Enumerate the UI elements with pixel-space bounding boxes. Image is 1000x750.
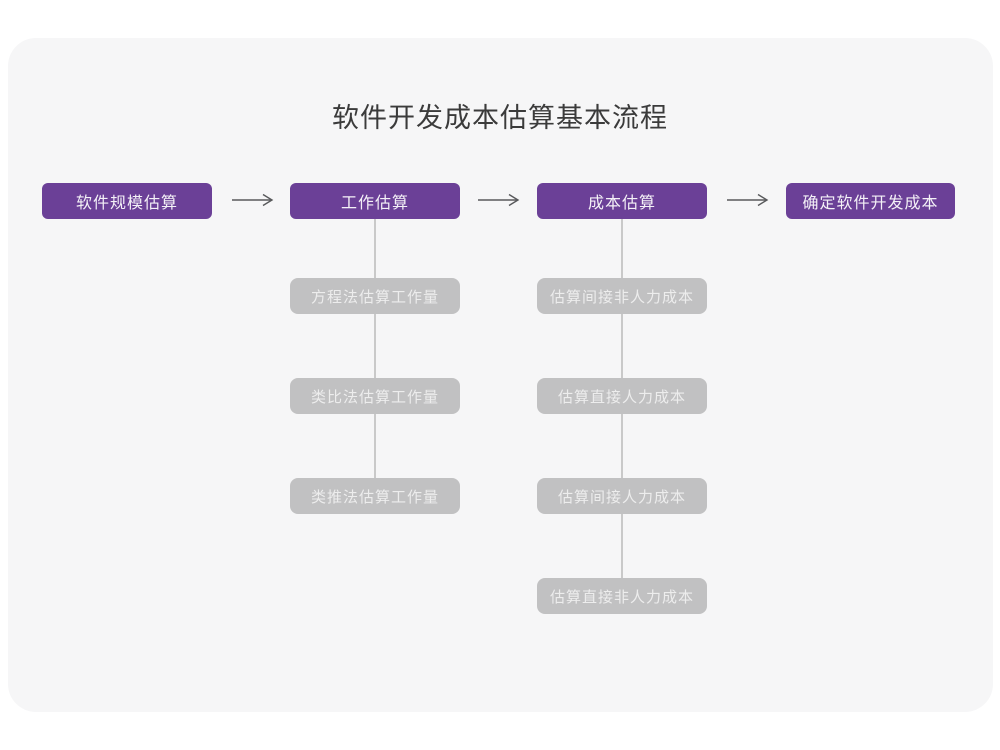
substep-box-equation-method: 方程法估算工作量: [290, 278, 460, 314]
stage-box-cost-estimation: 成本估算: [537, 183, 707, 219]
substep-box-direct-labor-cost: 估算直接人力成本: [537, 378, 707, 414]
stage-box-work-estimation: 工作估算: [290, 183, 460, 219]
arrow-right-icon: [727, 193, 769, 207]
stage-box-determine-development-cost: 确定软件开发成本: [786, 183, 955, 219]
arrow-right-icon: [478, 193, 520, 207]
connector-line-work-estimation: [374, 219, 376, 496]
substep-box-indirect-nonlabor-cost: 估算间接非人力成本: [537, 278, 707, 314]
diagram-title: 软件开发成本估算基本流程: [332, 103, 668, 133]
substep-box-analogy-method: 类比法估算工作量: [290, 378, 460, 414]
diagram-card: [8, 38, 993, 712]
stage-box-software-scale-estimation: 软件规模估算: [42, 183, 212, 219]
substep-box-extrapolation-method: 类推法估算工作量: [290, 478, 460, 514]
substep-box-direct-nonlabor-cost: 估算直接非人力成本: [537, 578, 707, 614]
arrow-right-icon: [232, 193, 274, 207]
substep-box-indirect-labor-cost: 估算间接人力成本: [537, 478, 707, 514]
